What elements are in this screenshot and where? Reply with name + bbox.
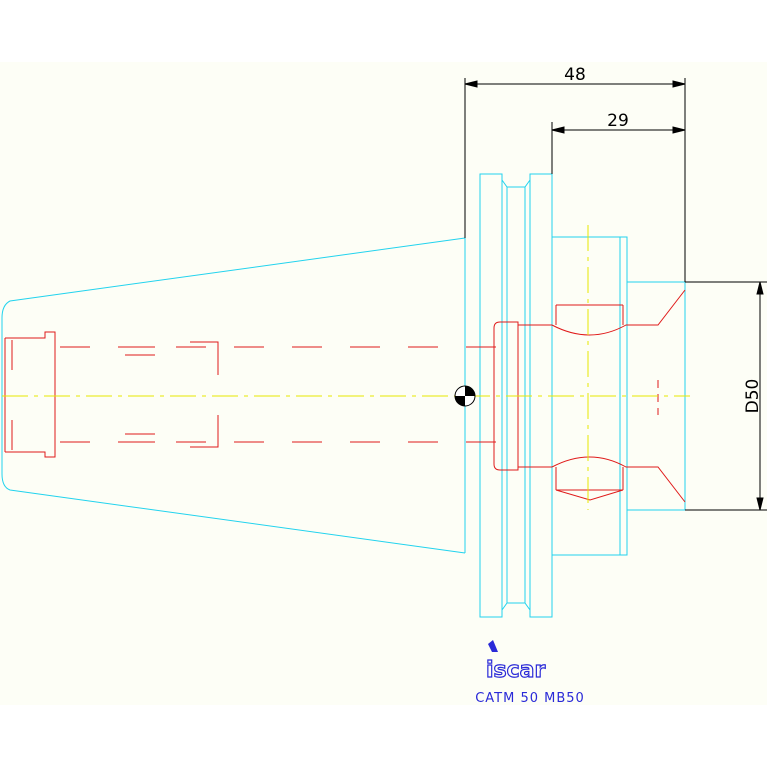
- drawing-sheet: [0, 62, 767, 705]
- hidden-lines: [4, 289, 686, 503]
- dim-diameter: D50: [743, 379, 763, 414]
- v-groove: [501, 179, 531, 611]
- brand-wordmark: iscar: [486, 658, 546, 683]
- dimension-lines: [464, 78, 767, 511]
- dim-overall-length: 48: [564, 65, 586, 85]
- centerlines: [2, 225, 690, 510]
- iscar-logo: iscar: [485, 640, 546, 684]
- center-mark-icon: [454, 385, 476, 407]
- drive-key-end: [5, 331, 56, 458]
- bore: [493, 321, 519, 471]
- clamp-upper: [551, 289, 686, 336]
- clamp-lower: [551, 456, 686, 503]
- dim-flange-offset: 29: [607, 111, 629, 131]
- product-caption: CATM 50 MB50: [475, 691, 585, 706]
